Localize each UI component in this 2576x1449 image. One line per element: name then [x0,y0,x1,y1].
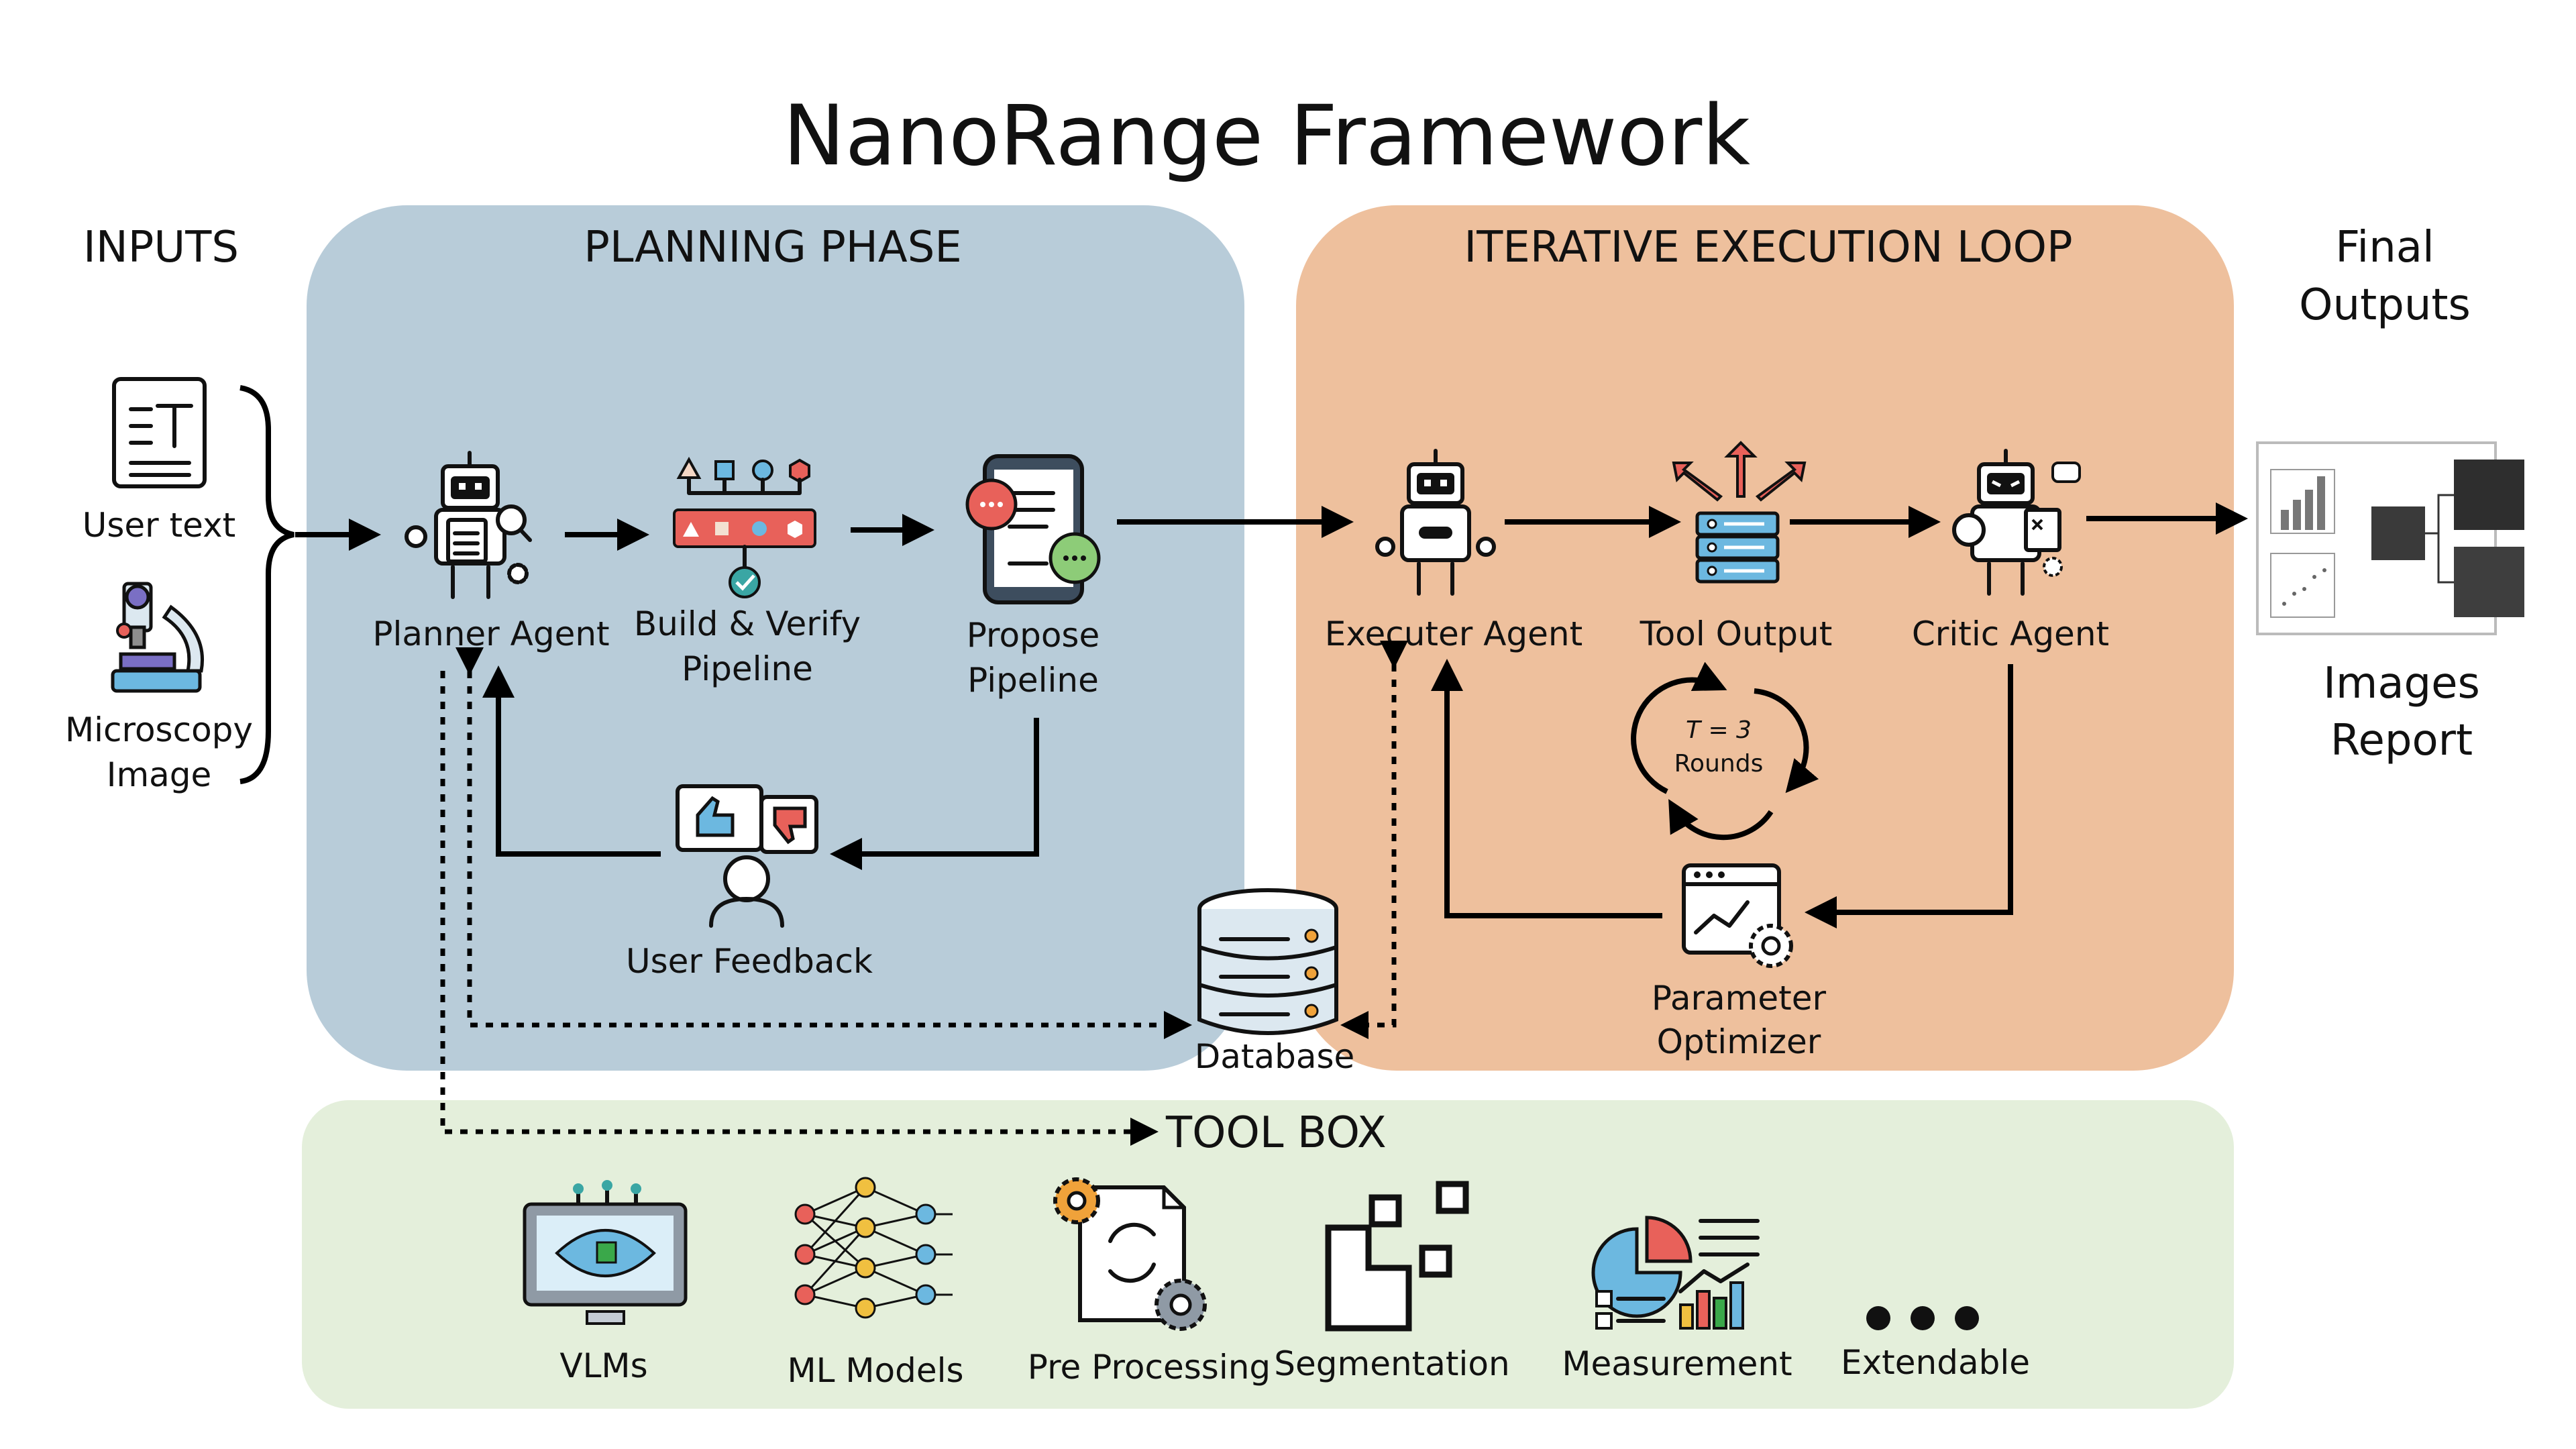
final-outputs-header-line2: Outputs [2299,280,2471,330]
planner-agent-icon [405,451,532,599]
rounds-label-line2: Rounds [1674,750,1764,777]
database-label: Database [1195,1037,1355,1076]
toolbox-pre-processing-label: Pre Processing [1028,1348,1271,1387]
propose-pipeline-icon [965,454,1101,604]
final-outputs-line1: Images [2323,659,2480,708]
microscope-icon [111,582,204,693]
critic-agent-icon [1952,449,2081,596]
toolbox-header: TOOL BOX [1165,1108,1387,1158]
tool-output-label: Tool Output [1640,614,1833,653]
toolbox-extendable-label: Extendable [1841,1343,2030,1382]
propose-pipeline-label-line1: Propose [967,616,1099,655]
tool-output-icon [1672,441,1807,584]
inputs-brace [239,385,294,784]
microscopy-image-label-line2: Image [107,755,212,794]
user-feedback-label: User Feedback [626,942,873,981]
critic-to-optimizer-arrow [1805,664,2013,928]
extendable-dots-icon [1866,1306,1979,1330]
user-text-label: User text [83,506,236,545]
measurement-icon [1591,1216,1760,1330]
toolbox-panel [302,1100,2234,1409]
final-outputs-line2: Report [2330,716,2473,765]
rounds-label-line1: T = 3 [1686,716,1752,744]
user-text-icon [112,377,207,488]
execution-loop-panel [1296,205,2234,1071]
toolbox-segmentation-label: Segmentation [1274,1344,1509,1383]
microscopy-image-label-line1: Microscopy [65,710,253,749]
toolbox-vlms-label: VLMs [559,1346,647,1385]
optimizer-to-executer-arrow [1431,659,1662,918]
ml-models-icon [794,1177,953,1319]
propose-pipeline-label-line2: Pipeline [967,661,1099,700]
execution-loop-header: ITERATIVE EXECUTION LOOP [1464,223,2072,272]
toolbox-ml-models-label: ML Models [787,1351,963,1390]
build-verify-label-line2: Pipeline [682,649,813,688]
executer-database-dotted [1340,641,1408,1039]
rounds-cycle-icon [1631,661,1819,841]
final-outputs-header-line1: Final [2335,223,2434,272]
planning-phase-header: PLANNING PHASE [584,223,962,272]
pre-processing-icon [1053,1177,1207,1331]
parameter-optimizer-label-line1: Parameter [1652,979,1827,1018]
planner-agent-label: Planner Agent [372,614,609,653]
final-output-thumbnail [2256,441,2524,635]
critic-agent-label: Critic Agent [1912,614,2109,653]
vlm-icon [523,1180,688,1325]
executer-agent-label: Executer Agent [1325,614,1582,653]
segmentation-icon [1325,1181,1469,1332]
executer-agent-icon [1375,449,1496,596]
diagram-title: NanoRange Framework [783,88,1750,184]
parameter-optimizer-icon [1682,863,1793,968]
database-icon [1197,888,1338,1035]
parameter-optimizer-label-line2: Optimizer [1657,1022,1821,1061]
build-verify-icon [673,456,816,598]
toolbox-measurement-label: Measurement [1562,1344,1792,1383]
build-verify-label-line1: Build & Verify [634,604,861,643]
inputs-header: INPUTS [83,223,239,272]
